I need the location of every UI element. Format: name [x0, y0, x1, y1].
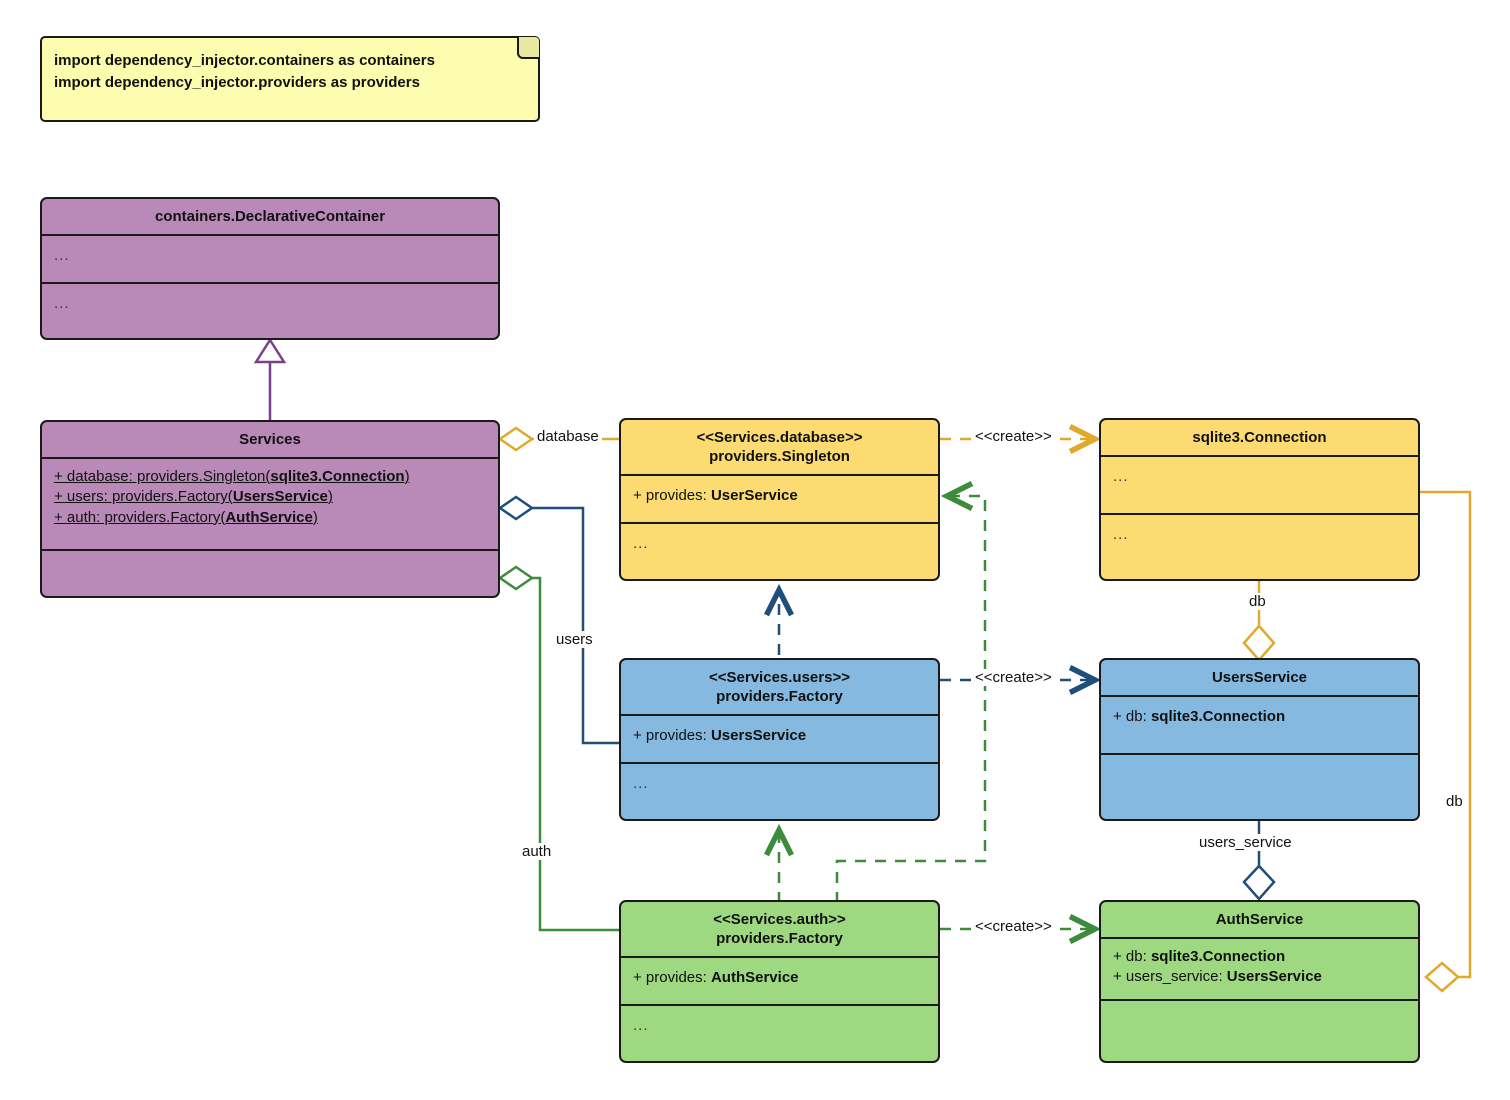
- methods-compartment-usersservice: [1101, 753, 1418, 811]
- provider-type-services-database: providers.Singleton: [709, 448, 850, 466]
- methods-compartment-authservice: [1101, 999, 1418, 1053]
- attribute-users: + users: providers.Factory(UsersService): [54, 488, 333, 506]
- provider-type-services-auth: providers.Factory: [716, 930, 843, 948]
- class-usersservice[interactable]: UsersService + db: sqlite3.Connection: [1099, 658, 1420, 821]
- class-services-database-provider[interactable]: <<Services.database>> providers.Singleto…: [619, 418, 940, 581]
- stereotype-services-auth: <<Services.auth>>: [713, 911, 846, 928]
- class-name-services-users-provider: <<Services.users>> providers.Factory: [621, 660, 938, 714]
- attributes-compartment-sqlite3-connection: ...: [1101, 455, 1418, 513]
- attributes-compartment-services-users: + provides: UsersService: [621, 714, 938, 762]
- edge-label-database: database: [534, 428, 602, 445]
- attributes-compartment-declarativecontainer: ...: [42, 234, 498, 282]
- import-note: import dependency_injector.containers as…: [40, 36, 540, 122]
- note-fold-icon: [517, 37, 539, 59]
- edge-label-db-users: db: [1246, 593, 1269, 610]
- provides-value-users: UsersService: [710, 727, 807, 745]
- aggregation-db-usersservice: [1242, 580, 1276, 662]
- methods-compartment-services: [42, 549, 498, 587]
- aggregation-services-auth: [497, 565, 619, 932]
- attributes-compartment-authservice: + db: sqlite3.Connection + users_service…: [1101, 937, 1418, 999]
- attribute-auth: + auth: providers.Factory(AuthService): [54, 508, 318, 526]
- edge-label-db-auth: db: [1443, 793, 1466, 810]
- class-services-auth-provider[interactable]: <<Services.auth>> providers.Factory + pr…: [619, 900, 940, 1063]
- attribute-authservice-users-service: + users_service: UsersService: [1113, 968, 1322, 986]
- edge-label-create-database: <<create>>: [971, 428, 1056, 445]
- class-name-sqlite3-connection: sqlite3.Connection: [1192, 429, 1327, 446]
- generalization-services-to-declarativecontainer: [253, 337, 287, 420]
- attributes-compartment-services: + database: providers.Singleton(sqlite3.…: [42, 457, 498, 549]
- class-sqlite3-connection[interactable]: sqlite3.Connection ... ...: [1099, 418, 1420, 581]
- class-services[interactable]: Services + database: providers.Singleton…: [40, 420, 500, 598]
- class-authservice[interactable]: AuthService + db: sqlite3.Connection + u…: [1099, 900, 1420, 1063]
- class-name-declarativecontainer: containers.DeclarativeContainer: [154, 208, 386, 225]
- methods-compartment-services-users: ...: [621, 762, 938, 810]
- edge-label-auth: auth: [519, 843, 555, 860]
- provider-type-services-users: providers.Factory: [716, 688, 843, 706]
- aggregation-usersservice-authservice: [1242, 820, 1276, 901]
- edge-label-users: users: [553, 631, 596, 648]
- class-services-users-provider[interactable]: <<Services.users>> providers.Factory + p…: [619, 658, 940, 821]
- aggregation-db-authservice: [1420, 490, 1472, 993]
- aggregation-services-users: [497, 495, 619, 745]
- methods-compartment-services-database: ...: [621, 522, 938, 570]
- methods-compartment-services-auth: ...: [621, 1004, 938, 1052]
- attributes-compartment-services-auth: + provides: AuthService: [621, 956, 938, 1004]
- attribute-authservice-db: + db: sqlite3.Connection: [1113, 948, 1286, 966]
- methods-compartment-declarativecontainer: ...: [42, 282, 498, 330]
- methods-compartment-sqlite3-connection: ...: [1101, 513, 1418, 571]
- provides-value-auth: AuthService: [710, 969, 799, 987]
- attribute-database: + database: providers.Singleton(sqlite3.…: [54, 468, 410, 486]
- class-name-authservice: AuthService: [1215, 911, 1304, 928]
- class-name-services-auth-provider: <<Services.auth>> providers.Factory: [621, 902, 938, 956]
- attribute-usersservice-db: + db: sqlite3.Connection: [1113, 708, 1286, 726]
- attributes-compartment-services-database: + provides: UserService: [621, 474, 938, 522]
- class-name-services-database-provider: <<Services.database>> providers.Singleto…: [621, 420, 938, 474]
- class-name-usersservice: UsersService: [1211, 669, 1308, 686]
- provides-value-database: UserService: [710, 487, 798, 505]
- edge-label-users-service: users_service: [1196, 834, 1295, 851]
- import-note-text: import dependency_injector.containers as…: [54, 52, 435, 91]
- class-containers-declarativecontainer[interactable]: containers.DeclarativeContainer ... ...: [40, 197, 500, 340]
- edge-label-create-users: <<create>>: [971, 669, 1056, 686]
- edge-label-create-auth: <<create>>: [971, 918, 1056, 935]
- attributes-compartment-usersservice: + db: sqlite3.Connection: [1101, 695, 1418, 753]
- class-name-services: Services: [239, 431, 301, 448]
- stereotype-services-database: <<Services.database>>: [696, 429, 863, 446]
- stereotype-services-users: <<Services.users>>: [709, 669, 850, 686]
